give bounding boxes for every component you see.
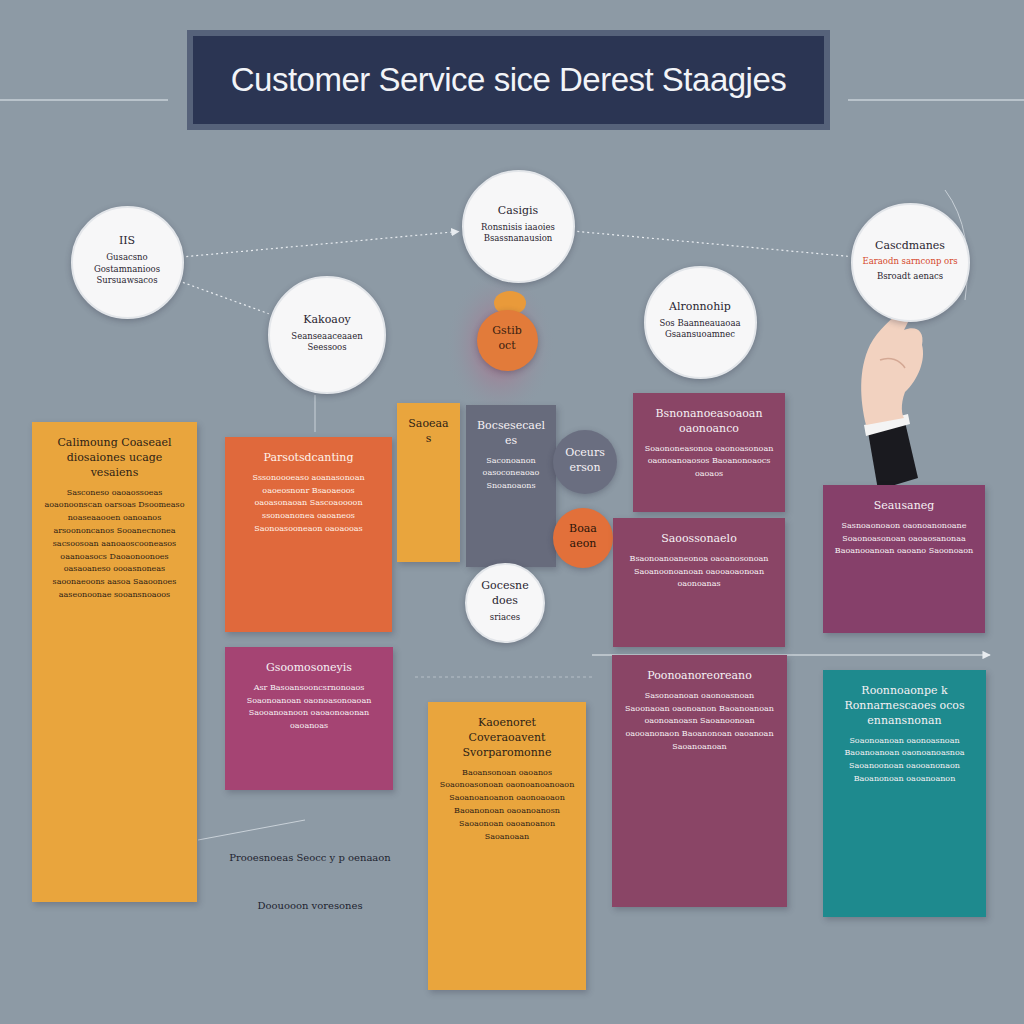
stage-panel: Bsnonanoeasoaoan oaonoancoSoaononeasonoa… bbox=[633, 393, 785, 512]
node-heading: Kaoenoret Coveraoavent Svorparomonne bbox=[438, 716, 576, 761]
node-body: Soaononeasonoa oaonoasonoan oaonoanoaoso… bbox=[643, 443, 775, 481]
node-heading: Alronnohip bbox=[669, 300, 731, 315]
node-heading: Seausaneg bbox=[874, 499, 935, 514]
connector bbox=[577, 231, 848, 256]
node-body: Saconoanon oasoconeaoao Snoanoaons bbox=[476, 455, 546, 493]
accent-circle: Boaaaeon bbox=[553, 508, 613, 568]
step-circle: CasigisRonsnisis iaaoies Bsassnanausion bbox=[462, 170, 575, 283]
node-body: Earaodn sarnconp ors bbox=[862, 256, 957, 267]
node-heading: Kakoaoy bbox=[303, 313, 350, 328]
node-body: Seanseaaceaaen Seessoos bbox=[279, 331, 375, 354]
node-heading: Casigis bbox=[498, 204, 538, 219]
node-heading: Gstiboct bbox=[489, 324, 525, 354]
node-heading: Boaaaeon bbox=[566, 522, 600, 552]
node-body: Asr Basoansooncsrnonoaos bbox=[254, 682, 365, 695]
node-body: sriaces bbox=[490, 612, 520, 623]
stage-panel: Calimoung Coaseael diosaiones ucage vesa… bbox=[32, 422, 197, 902]
step-circle: KakoaoySeanseaaceaaen Seessoos bbox=[268, 276, 386, 394]
node-heading: Bsnonanoeasoaoan oaonoanco bbox=[643, 407, 775, 437]
hand-illustration bbox=[861, 298, 923, 490]
note-label: Doouooon voresones bbox=[225, 898, 395, 913]
accent-circle: Gstiboct bbox=[477, 310, 538, 371]
node-heading: Gocesnedoes bbox=[481, 579, 529, 609]
node-body: Gusacsno Gostamnanioos Sursuawsacos bbox=[85, 252, 169, 286]
stage-panel: GsoomosoneyisAsr BasoansooncsrnonoaosSoa… bbox=[225, 647, 393, 790]
flow-line bbox=[415, 677, 592, 678]
stage-panel: Roonnoaonpe k Ronnarnescaoes ocos ennans… bbox=[823, 670, 986, 917]
node-body: Sasonoanoan oaonoasnoan Saoonaoan oaonoa… bbox=[622, 690, 777, 754]
step-circle: AlronnohipSos Baanneauaoaa Gsaansuoamnec bbox=[644, 266, 757, 379]
node-body: Ronsnisis iaaoies Bsassnanausion bbox=[473, 222, 563, 245]
step-circle: CascdmanesEaraodn sarnconp orsBsroadt ae… bbox=[851, 203, 970, 322]
node-body: Soaonoasonoan oaonoanoanoaon Saoanoanoan… bbox=[438, 779, 576, 843]
stage-panel: BocsesecaelesSaconoanon oasoconeaoao Sno… bbox=[466, 405, 556, 567]
color-blob bbox=[445, 270, 555, 420]
stage-panel: SeausanegSasnoaonoaon oaonoanonoane Soao… bbox=[823, 485, 985, 633]
node-heading: Gsoomosoneyis bbox=[266, 661, 352, 676]
node-body: Soaonoanoan oaonoasnoan Baoanoanoan oaon… bbox=[833, 735, 976, 786]
rule-line bbox=[848, 99, 1024, 101]
node-body: Sasconeso oaoaossoeas aoaonoonscan oarso… bbox=[42, 487, 187, 602]
stage-panel: Saoeaas bbox=[397, 403, 460, 562]
stage-panel: Kaoenoret Coveraoavent SvorparomonneBaoa… bbox=[428, 702, 586, 990]
rule-line bbox=[0, 99, 168, 101]
node-body: Soaonoanoan oaonoasonoaoan Saooanoanoon … bbox=[235, 695, 383, 733]
step-circle: IIS Gusacsno Gostamnanioos Sursuawsacos bbox=[71, 206, 184, 319]
stage-panel: PoonoanoreoreanoSasonoanoan oaonoasnoan … bbox=[612, 655, 787, 907]
connector bbox=[186, 231, 459, 256]
node-body: Sasnoaonoaon oaonoanonoane Soaonoasonoan… bbox=[833, 520, 975, 558]
flow-line bbox=[198, 820, 305, 840]
node-heading: Saoossonaelo bbox=[661, 532, 737, 547]
connector bbox=[183, 282, 269, 313]
node-body: Bsroadt aenacs bbox=[877, 271, 943, 282]
note-label: Prooesnoeas Seocc y p oenaaon bbox=[225, 850, 395, 865]
stage-panel: SaoossonaeloBsaonoanoaneonoa oaoanosonoa… bbox=[613, 518, 785, 647]
flow-line bbox=[315, 395, 316, 432]
node-body: Bsaonoanoaneonoa oaoanosonoan Saoanoonoa… bbox=[623, 553, 775, 591]
node-heading: Bocsesecaeles bbox=[476, 419, 546, 449]
title: Customer Service sice Derest Staagjes bbox=[221, 61, 797, 99]
node-heading: Oceurserson bbox=[565, 446, 605, 476]
accent-circle: Oceurserson bbox=[553, 430, 617, 494]
stage-panel: ParsotsdcantingSssonoooeaso aoanasonoan … bbox=[225, 437, 392, 632]
node-heading: Cascdmanes bbox=[875, 239, 945, 254]
node-heading: Roonnoaonpe k Ronnarnescaoes ocos ennans… bbox=[833, 684, 976, 729]
node-heading: Parsotsdcanting bbox=[264, 451, 354, 466]
node-heading: Poonoanoreoreano bbox=[647, 669, 752, 684]
title-banner: Customer Service sice Derest Staagjes bbox=[187, 30, 830, 130]
node-heading: Calimoung Coaseael diosaiones ucage vesa… bbox=[42, 436, 187, 481]
node-heading: Saoeaas bbox=[407, 417, 450, 447]
node-heading: IIS bbox=[119, 234, 135, 249]
step-circle: Gocesnedoes sriaces bbox=[465, 563, 545, 643]
node-body: Baoansonoan oaoanos bbox=[462, 767, 552, 780]
node-body: Sos Baanneauaoaa Gsaansuoamnec bbox=[655, 318, 745, 341]
node-body: Sssonoooeaso aoanasonoan oaoeosnonr Bsao… bbox=[235, 472, 382, 536]
